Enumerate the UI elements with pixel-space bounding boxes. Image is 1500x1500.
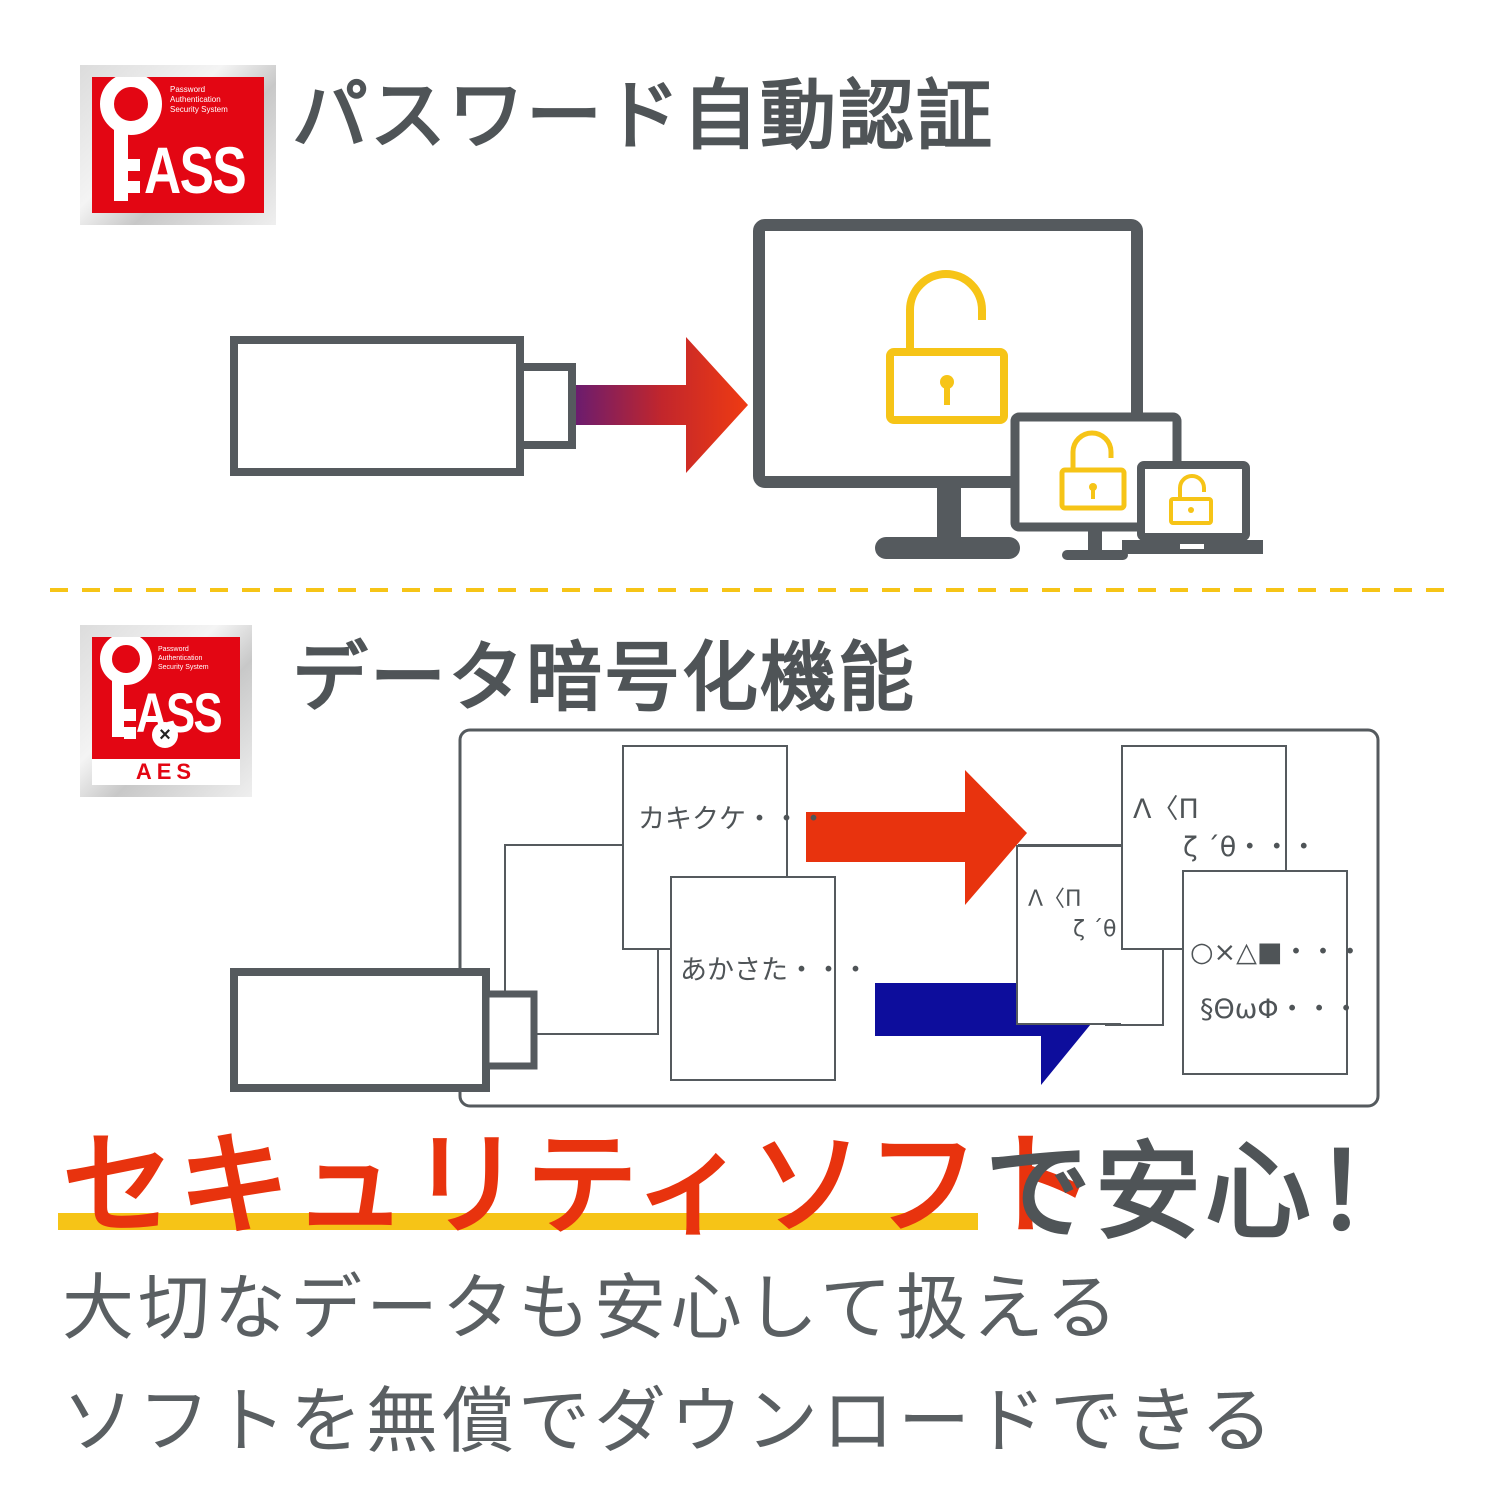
usb-stick-icon	[230, 336, 576, 476]
key-icon	[100, 77, 162, 135]
usb-stick-icon	[230, 968, 538, 1092]
transfer-arrow-icon	[576, 337, 748, 473]
description-line-1: 大切なデータも安心して扱える	[62, 1266, 1122, 1350]
badge-small-text: Password Authentication Security System	[158, 646, 209, 671]
small-padlock-icon	[1059, 430, 1127, 511]
section1-heading: パスワード自動認証	[292, 71, 994, 160]
key-icon	[100, 637, 152, 685]
badge-word: ASS	[136, 681, 223, 744]
plain-document: あかさた・・・	[670, 876, 869, 1081]
cross-icon: ×	[152, 722, 178, 748]
laptop-padlock-icon	[1169, 474, 1213, 525]
encrypted-document: Λ〈Π ζ ´θ	[1016, 845, 1121, 1025]
pass-badge: Password Authentication Security System …	[80, 65, 276, 225]
section-divider	[50, 588, 1450, 592]
description-line-2: ソフトを無償でダウンロードできる	[62, 1379, 1277, 1463]
highlight-underline	[58, 1213, 978, 1230]
badge-word: ASS	[144, 133, 247, 207]
aes-label: AES	[92, 759, 240, 785]
pass-aes-badge: Password Authentication Security System …	[80, 625, 252, 797]
section2-heading: データ暗号化機能	[292, 633, 916, 722]
badge-small-text: Password Authentication Security System	[170, 85, 228, 114]
encrypted-document: ○×△■・・・ §ΘωΦ・・・	[1182, 870, 1363, 1075]
encrypt-arrow-icon	[806, 770, 1027, 905]
tagline-highlight: セキュリティソフト	[62, 1121, 1100, 1251]
unlocked-padlock-icon	[886, 270, 1008, 424]
tagline-rest: で安心！	[985, 1131, 1425, 1254]
password-auth-illustration	[230, 219, 1263, 560]
